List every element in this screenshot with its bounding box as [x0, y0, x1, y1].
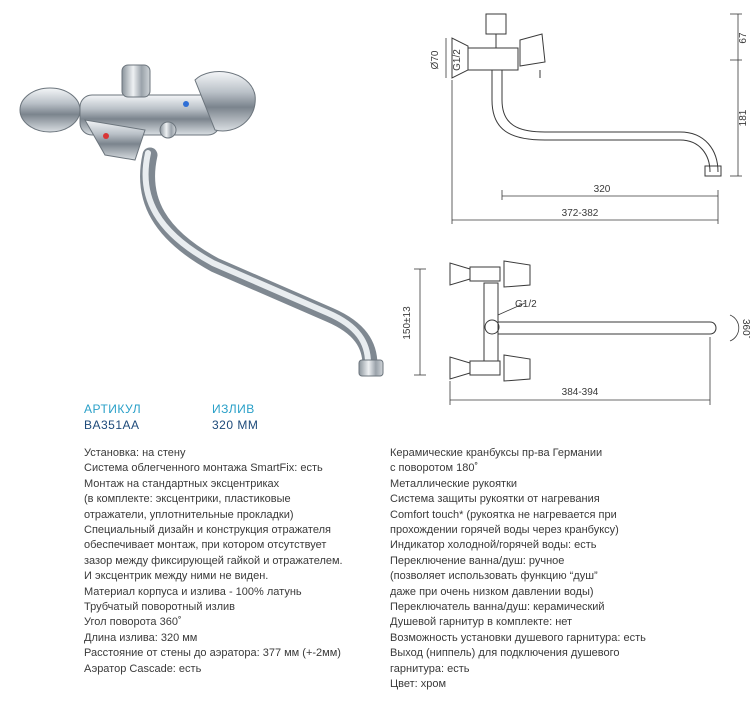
spec-line: Цвет: хром	[390, 678, 447, 691]
spec-line: Возможность установки душевого гарнитура…	[390, 631, 646, 644]
spout-block: ИЗЛИВ 320 ММ	[212, 402, 258, 432]
spec-line: гарнитура: есть	[390, 662, 470, 675]
spec-line: (в комплекте: эксцентрики, пластиковые	[84, 493, 291, 506]
spec-line: (позволяет использовать функцию “душ”	[390, 570, 598, 583]
spec-line: Аэратор Cascade: есть	[84, 662, 202, 675]
spec-line: Индикатор холодной/горячей воды: есть	[390, 539, 597, 552]
top-view-drawing: 150±13 G1/2 360˚ 384-394	[402, 260, 750, 405]
spec-line: Специальный дизайн и конструкция отражат…	[84, 524, 331, 537]
spec-line: зазор между фиксирующей гайкой и отражат…	[84, 554, 343, 567]
spec-line: обеспечивает монтаж, при котором отсутст…	[84, 539, 327, 552]
spec-line: Переключатель ванна/душ: керамический	[390, 601, 605, 614]
spec-line: даже при очень низком давлении воды)	[390, 585, 594, 598]
dim-181: 181	[738, 109, 749, 126]
spec-line: Длина излива: 320 мм	[84, 631, 198, 644]
spec-line: Выход (ниппель) для подключения душевого	[390, 647, 620, 660]
dim-320: 320	[594, 184, 611, 195]
spec-line: Comfort touch* (рукоятка не нагревается …	[390, 508, 617, 521]
spec-line: Установка: на стену	[84, 447, 186, 459]
spec-line: Трубчатый поворотный излив	[84, 601, 236, 614]
article-label: АРТИКУЛ	[84, 402, 142, 416]
side-view-drawing: Ø70 G1/2 67 181 320 372-382	[430, 13, 749, 224]
spec-line: Душевой гарнитур в комплекте: нет	[390, 616, 573, 629]
spout-value: 320 ММ	[212, 418, 259, 432]
dim-150: 150±13	[402, 306, 413, 340]
dim-g12-top: G1/2	[452, 49, 463, 71]
article-value: BA351AA	[84, 418, 140, 432]
dim-360: 360˚	[740, 319, 750, 339]
dim-diameter-70: Ø70	[430, 50, 441, 69]
spec-line: прохождении горячей воды через кранбуксу…	[390, 524, 619, 537]
dim-g12-bottom: G1/2	[515, 299, 537, 310]
spout-label: ИЗЛИВ	[212, 402, 255, 416]
spec-line: Керамические кранбуксы пр-ва Германии	[390, 447, 603, 459]
spec-line: отражатели, уплотнительные прокладки)	[84, 508, 294, 521]
spec-line: с поворотом 180˚	[390, 462, 479, 475]
spec-line: Система облегченного монтажа SmartFix: е…	[84, 462, 323, 475]
article-block: АРТИКУЛ BA351AA	[84, 402, 141, 432]
spec-line: И эксцентрик между ними не виден.	[84, 570, 269, 583]
spec-line: Монтаж на стандартных эксцентриках	[84, 477, 280, 490]
dim-384-394: 384-394	[562, 387, 599, 398]
spec-line: Материал корпуса и излива - 100% латунь	[84, 585, 302, 598]
spec-line: Металлические рукоятки	[390, 477, 518, 490]
spec-line: Расстояние от стены до аэратора: 377 мм …	[84, 647, 341, 660]
dim-372-382: 372-382	[562, 208, 599, 219]
product-photo	[19, 64, 384, 377]
dim-67: 67	[738, 32, 749, 44]
spec-line: Система защиты рукоятки от нагревания	[390, 493, 600, 506]
spec-line: Угол поворота 360˚	[84, 616, 182, 629]
specs-right-list: Керамические кранбуксы пр-ва Германии с п…	[390, 446, 646, 693]
spec-line: Переключение ванна/душ: ручное	[390, 554, 565, 567]
